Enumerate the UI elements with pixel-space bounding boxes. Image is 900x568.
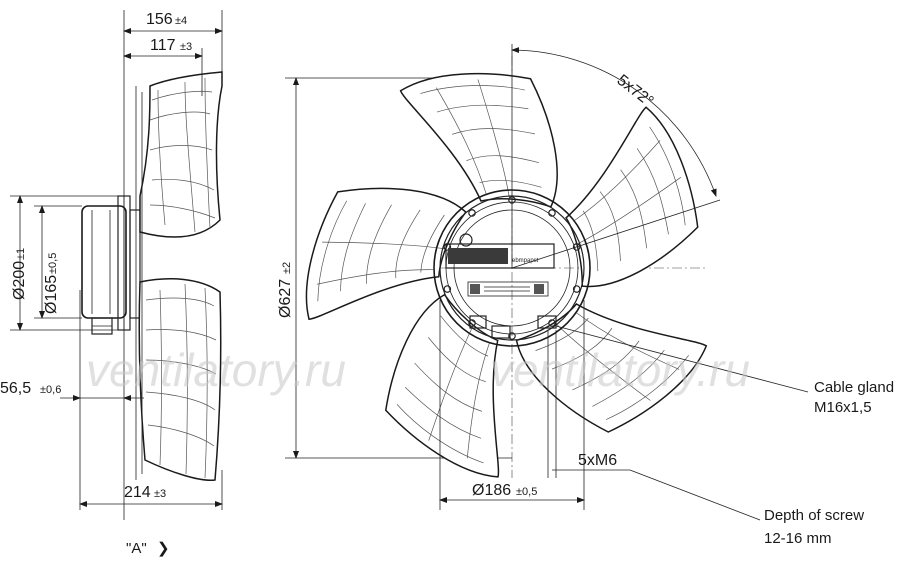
terminal-knob	[459, 233, 473, 247]
depth-line2: 12-16 mm	[764, 530, 832, 547]
dimension-165: Ø165 ±0,5	[34, 205, 82, 319]
dim-186-tol: ±0,5	[516, 486, 537, 498]
hub-bolt	[443, 285, 452, 293]
dim-156-value: 156	[146, 11, 173, 28]
svg-text:ebmpapst: ebmpapst	[512, 258, 539, 264]
cable-gland-1	[491, 325, 511, 339]
hub-bolt	[468, 209, 476, 217]
hub-bolt	[572, 243, 581, 251]
watermark-left: ventilatory.ru	[86, 344, 346, 396]
dim-165-value: Ø165	[43, 275, 60, 314]
dim-screw-value: 5xM6	[578, 452, 617, 469]
dimension-200: Ø200 ±1	[10, 195, 118, 331]
dimension-214: 214 ±3	[79, 470, 223, 510]
dimension-screw: 5xM6	[547, 330, 761, 521]
dim-angle-value: 5x72°	[614, 72, 657, 111]
dim-117-tol: ±3	[180, 41, 192, 53]
depth-line1: Depth of screw	[764, 507, 864, 524]
fan-blade	[399, 72, 558, 208]
dimension-627: Ø627 ±2	[277, 77, 299, 459]
dim-56-value: 56,5	[0, 380, 31, 397]
dim-214-tol: ±3	[154, 488, 166, 500]
dimension-117: 117 ±3	[123, 37, 203, 96]
cable-gland-note: Cable gland M16x1,5	[555, 325, 894, 416]
dimension-56-5: 56,5 ±0,6	[0, 380, 144, 401]
dim-214-value: 214	[124, 484, 151, 501]
view-a-arrow: ❯	[157, 540, 170, 557]
view-a-label: "A" ❯	[126, 540, 170, 557]
cable-gland-line1: Cable gland	[814, 379, 894, 396]
view-a-text: "A"	[126, 540, 147, 557]
cable-gland-2	[537, 315, 557, 329]
hub-bolt	[572, 285, 581, 293]
dimension-186: Ø186 ±0,5	[439, 300, 585, 510]
dimension-156: 156 ±4	[123, 11, 223, 34]
dim-627-value: Ø627	[277, 279, 294, 318]
fan-blade	[515, 303, 708, 433]
hub-bolt	[468, 319, 476, 327]
hub-bolt	[548, 319, 556, 327]
warning-label	[467, 281, 549, 297]
depth-note: Depth of screw 12-16 mm	[764, 507, 864, 547]
motor-housing	[81, 205, 127, 319]
hub-bolts	[443, 196, 581, 340]
cable-gland-line2: M16x1,5	[814, 399, 872, 416]
front-view: ebmpapst	[285, 56, 708, 478]
dim-200-value: Ø200	[11, 261, 28, 300]
fan-blade	[305, 187, 467, 320]
watermark: ventilatory.ru ventilatory.ru	[86, 344, 750, 396]
watermark-right: ventilatory.ru	[490, 344, 750, 396]
fan-blades	[305, 72, 708, 478]
side-view	[79, 10, 223, 520]
dim-165-tol: ±0,5	[47, 253, 59, 274]
dim-117-value: 117	[150, 37, 176, 54]
fan-blade	[384, 293, 500, 478]
nameplate	[445, 243, 555, 269]
dim-200-tol: ±1	[15, 248, 27, 260]
dim-56-tol: ±0,6	[40, 384, 61, 396]
dim-156-tol: ±4	[175, 15, 187, 27]
hub-bolt	[508, 332, 516, 340]
fan-blade	[565, 106, 699, 288]
dim-186-value: Ø186	[472, 482, 511, 499]
dim-627-tol: ±2	[281, 262, 293, 274]
hub-bolt	[548, 209, 556, 217]
